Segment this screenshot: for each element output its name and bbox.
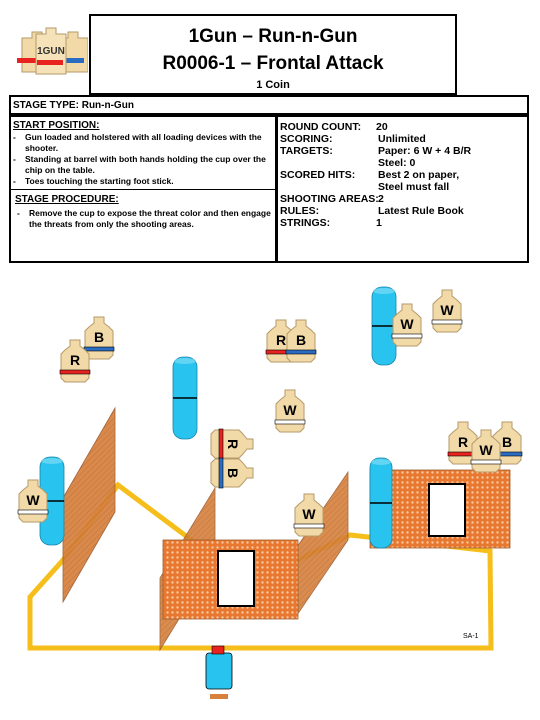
logo-text: 1GUN xyxy=(37,46,65,57)
stage-procedure-heading: STAGE PROCEDURE: xyxy=(15,194,119,205)
targets-steel-value: Steel: 0 xyxy=(378,157,416,169)
stage-type-value: Run-n-Gun xyxy=(81,100,134,111)
target-white: W xyxy=(293,493,325,537)
target-letter: R xyxy=(225,439,241,449)
stage-type-bar: STAGE TYPE: Run-n-Gun xyxy=(9,95,529,115)
start-position-list: Gun loaded and holstered with all loadin… xyxy=(13,132,271,187)
target-letter: B xyxy=(225,468,241,478)
start-position-heading: START POSITION: xyxy=(13,120,100,131)
target-white: W xyxy=(17,479,49,523)
target-blue: B xyxy=(210,457,254,489)
foot-stick xyxy=(210,694,228,699)
fence-left xyxy=(62,406,116,604)
shooting-areas-value: 2 xyxy=(378,193,384,205)
stage-procedure-list: Remove the cup to expose the threat colo… xyxy=(17,208,271,230)
list-item: Gun loaded and holstered with all loadin… xyxy=(13,132,271,154)
target-blue: B xyxy=(83,316,115,360)
target-blue: B xyxy=(285,319,317,363)
target-letter: B xyxy=(502,434,512,450)
list-item: Standing at barrel with both hands holdi… xyxy=(13,154,271,176)
targets-value: Paper: 6 W + 4 B/R xyxy=(378,145,472,157)
fence-right xyxy=(294,470,349,620)
target-letter: B xyxy=(296,332,306,348)
target-red: R xyxy=(447,421,479,465)
scored-hits-label: SCORED HITS: xyxy=(280,169,356,181)
stage-type-label: STAGE TYPE: xyxy=(13,100,79,111)
barrel xyxy=(371,286,397,366)
scored-hits-value: Best 2 on paper, xyxy=(378,169,460,181)
round-count-label: ROUND COUNT: xyxy=(280,121,362,133)
target-white: W xyxy=(431,289,463,333)
strings-value: 1 xyxy=(376,217,382,229)
window xyxy=(428,483,466,537)
strings-label: STRINGS: xyxy=(280,217,331,229)
wall-with-window-left xyxy=(162,539,299,620)
target-letter: B xyxy=(94,329,104,345)
target-letter: W xyxy=(400,316,414,332)
target-letter: R xyxy=(276,332,286,348)
window xyxy=(217,550,255,607)
divider xyxy=(11,189,275,190)
target-red: R xyxy=(210,428,254,460)
header-logo-box: 1GUN xyxy=(10,14,89,94)
target-letter: W xyxy=(479,442,493,458)
rules-value: Latest Rule Book xyxy=(378,205,464,217)
targets-label: TARGETS: xyxy=(280,145,333,157)
barrel xyxy=(172,356,198,440)
target-letter: W xyxy=(26,492,40,508)
round-count-value: 20 xyxy=(376,121,388,133)
1gun-logo: 1GUN xyxy=(17,27,89,75)
start-barrel xyxy=(205,645,233,699)
target-white: W xyxy=(274,389,306,433)
target-white: W xyxy=(391,303,423,347)
target-letter: W xyxy=(440,302,454,318)
wall-with-window-right xyxy=(369,469,511,549)
scoring-label: SCORING: xyxy=(280,133,333,145)
list-item: Toes touching the starting foot stick. xyxy=(13,176,271,187)
scored-hits-value2: Steel must fall xyxy=(378,181,450,193)
page-title: 1Gun – Run-n-Gun xyxy=(188,26,358,47)
coin-label: 1 Coin xyxy=(256,79,290,91)
target-letter: W xyxy=(283,402,297,418)
title-box: 1Gun – Run-n-Gun R0006-1 – Frontal Attac… xyxy=(89,14,457,95)
target-letter: R xyxy=(70,352,80,368)
stage-name: R0006-1 – Frontal Attack xyxy=(162,53,384,74)
stage-info-box: ROUND COUNT: 20 SCORING: Unlimited TARGE… xyxy=(276,115,529,263)
stage-id-label: SA-1 xyxy=(463,633,479,640)
target-white: W xyxy=(470,429,502,473)
target-red: R xyxy=(59,339,91,383)
barrel xyxy=(39,456,65,546)
barrel xyxy=(369,457,393,549)
rules-label: RULES: xyxy=(280,205,320,217)
target-letter: R xyxy=(458,434,468,450)
shooting-areas-label: SHOOTING AREAS: xyxy=(280,193,379,205)
target-letter: W xyxy=(302,506,316,522)
scoring-value: Unlimited xyxy=(378,133,426,145)
list-item: Remove the cup to expose the threat colo… xyxy=(17,208,271,230)
